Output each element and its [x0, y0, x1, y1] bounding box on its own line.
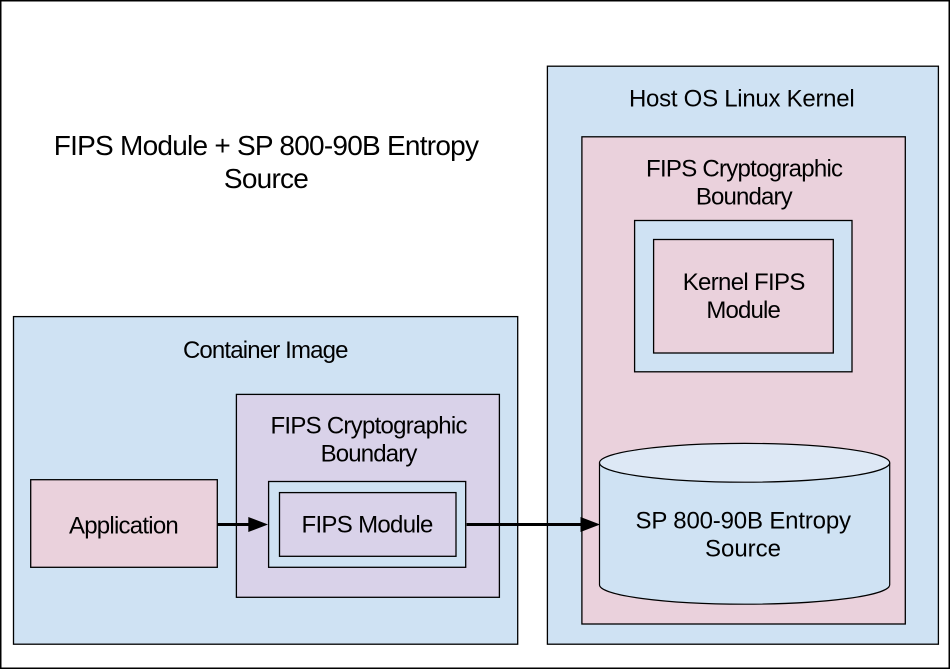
svg-text:Container Image: Container Image [183, 337, 348, 364]
svg-text:FIPS Module + SP 800-90B Entro: FIPS Module + SP 800-90B Entropy [54, 130, 479, 161]
svg-text:FIPS Cryptographic: FIPS Cryptographic [646, 156, 843, 183]
svg-text:Source: Source [705, 536, 781, 563]
svg-text:Boundary: Boundary [696, 184, 793, 211]
svg-text:Host OS Linux Kernel: Host OS Linux Kernel [629, 85, 854, 112]
svg-text:Boundary: Boundary [321, 440, 418, 467]
svg-text:FIPS Cryptographic: FIPS Cryptographic [270, 412, 467, 439]
svg-text:Application: Application [69, 513, 178, 540]
svg-text:Kernel FIPS: Kernel FIPS [683, 269, 805, 296]
svg-text:Source: Source [224, 163, 308, 194]
svg-text:FIPS Module: FIPS Module [301, 511, 433, 538]
svg-text:SP 800-90B Entropy: SP 800-90B Entropy [636, 508, 851, 535]
svg-text:Module: Module [706, 297, 780, 324]
